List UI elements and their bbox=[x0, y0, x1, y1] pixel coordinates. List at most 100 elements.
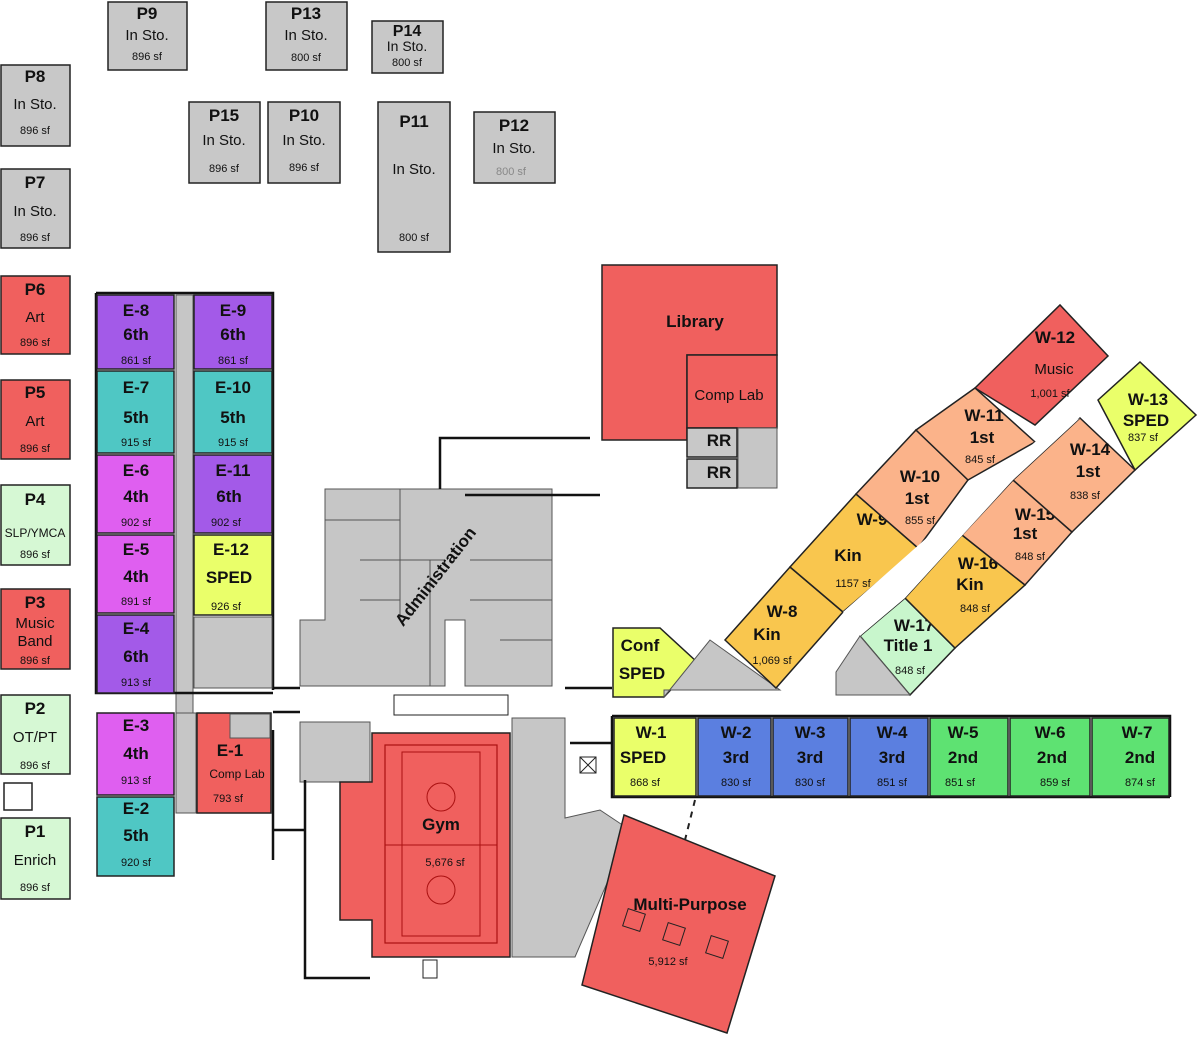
classroom-e2[interactable]: E-2 5th 920 sf bbox=[96, 796, 175, 877]
room-grade: 5th bbox=[123, 408, 149, 427]
classroom-w13[interactable]: W-13 SPED 837 sf bbox=[1097, 360, 1198, 472]
classroom-e12[interactable]: E-12 SPED 926 sf bbox=[193, 534, 273, 616]
multi-purpose-room[interactable]: Multi-Purpose 5,912 sf bbox=[581, 813, 776, 1034]
room-number: P7 bbox=[25, 173, 46, 192]
room-grade: 1st bbox=[1076, 462, 1101, 481]
classroom-w5[interactable]: W-5 2nd 851 sf bbox=[929, 717, 1009, 797]
room-number: W-17 bbox=[894, 616, 934, 635]
portable-p6[interactable]: P6 Art 896 sf bbox=[0, 275, 71, 355]
classroom-w12[interactable]: W-12 Music 1,001 sf bbox=[973, 303, 1110, 426]
room-grade: 4th bbox=[123, 487, 149, 506]
room-grade: 6th bbox=[123, 647, 149, 666]
room-grade: 2nd bbox=[1125, 748, 1155, 767]
room-use: In Sto. bbox=[284, 27, 327, 44]
west-row-outline bbox=[610, 714, 1172, 799]
west-angled-hall-end bbox=[835, 635, 912, 696]
gym[interactable]: Gym 5,676 sf bbox=[339, 732, 511, 958]
classroom-e7[interactable]: E-7 5th 915 sf bbox=[96, 370, 175, 454]
west-angled-hallway bbox=[843, 418, 1080, 636]
room-area: 848 sf bbox=[960, 603, 991, 615]
classroom-e3[interactable]: E-3 4th 913 sf bbox=[96, 712, 175, 796]
main-corridor-wall bbox=[273, 686, 612, 745]
portable-p4[interactable]: P4 SLP/YMCA 896 sf bbox=[0, 484, 71, 566]
room-area: 848 sf bbox=[895, 665, 926, 677]
classroom-e1[interactable]: E-1 Comp Lab 793 sf bbox=[196, 712, 272, 814]
room-number: P9 bbox=[137, 4, 158, 23]
classroom-w6[interactable]: W-6 2nd 859 sf bbox=[1009, 717, 1091, 797]
conf-sped-label: SPED bbox=[619, 664, 665, 683]
classroom-e9[interactable]: E-9 6th 861 sf bbox=[193, 294, 273, 370]
portable-p8[interactable]: P8 In Sto. 896 sf bbox=[0, 64, 71, 147]
portable-p7[interactable]: P7 In Sto. 896 sf bbox=[0, 168, 71, 249]
portable-p10[interactable]: P10 In Sto. 896 sf bbox=[267, 101, 341, 184]
classroom-w8[interactable]: W-8 Kin 1,069 sf bbox=[723, 565, 845, 690]
portable-p14[interactable]: P14 In Sto. 800 sf bbox=[371, 20, 444, 74]
room-number: W-4 bbox=[877, 723, 908, 742]
room-use: In Sto. bbox=[392, 161, 435, 178]
room-grade: Kin bbox=[834, 546, 861, 565]
room-grade: SPED bbox=[206, 568, 252, 587]
room-number: W-8 bbox=[767, 602, 798, 621]
room-grade: 3rd bbox=[797, 748, 823, 767]
room-grade: 3rd bbox=[723, 748, 749, 767]
portable-p5[interactable]: P5 Art 896 sf bbox=[0, 379, 71, 460]
library-comp-lab[interactable]: Comp Lab bbox=[686, 354, 778, 429]
room-area: 851 sf bbox=[945, 777, 976, 789]
portable-p11[interactable]: P11 In Sto. 800 sf bbox=[377, 101, 451, 253]
classroom-e5[interactable]: E-5 4th 891 sf bbox=[96, 534, 175, 614]
room-number: P5 bbox=[25, 383, 46, 402]
room-use: In Sto. bbox=[13, 203, 56, 220]
portable-p2[interactable]: P2 OT/PT 896 sf bbox=[0, 694, 71, 775]
room-number: W-11 bbox=[964, 406, 1003, 425]
portable-p9[interactable]: P9 In Sto. 896 sf bbox=[107, 1, 188, 71]
room-number: E-2 bbox=[123, 799, 149, 818]
room-area: 896 sf bbox=[209, 163, 240, 175]
room-number: W-5 bbox=[948, 723, 979, 742]
east-wing-hallway bbox=[175, 294, 194, 716]
room-area: 830 sf bbox=[795, 777, 826, 789]
administration-block bbox=[299, 488, 553, 687]
room-grade: 1st bbox=[905, 489, 930, 508]
classroom-w4[interactable]: W-4 3rd 851 sf bbox=[849, 717, 929, 797]
portable-p3[interactable]: P3 Music Band 896 sf bbox=[0, 588, 71, 670]
room-area: 913 sf bbox=[121, 775, 152, 787]
admin-connector-wall bbox=[438, 436, 600, 497]
classroom-e8[interactable]: E-8 6th 861 sf bbox=[96, 294, 175, 370]
classroom-w3[interactable]: W-3 3rd 830 sf bbox=[772, 717, 849, 797]
classroom-w1[interactable]: W-1 SPED 868 sf bbox=[613, 717, 697, 797]
room-area: 837 sf bbox=[1128, 432, 1159, 444]
kitchen-area bbox=[511, 717, 631, 958]
room-number: W-7 bbox=[1122, 723, 1153, 742]
portable-p15[interactable]: P15 In Sto. 896 sf bbox=[188, 101, 261, 184]
room-number: W-13 bbox=[1128, 390, 1168, 409]
portable-p12[interactable]: P12 In Sto. 800 sf bbox=[473, 111, 556, 184]
restroom-service bbox=[737, 427, 778, 489]
classroom-w2[interactable]: W-2 3rd 830 sf bbox=[697, 717, 772, 797]
room-area: 855 sf bbox=[905, 515, 936, 527]
classroom-e11[interactable]: E-11 6th 902 sf bbox=[193, 454, 273, 534]
room-number: P2 bbox=[25, 699, 46, 718]
room-number: E-10 bbox=[215, 378, 251, 397]
room-grade: SPED bbox=[620, 748, 666, 767]
room-grade: 6th bbox=[216, 487, 242, 506]
classroom-w7[interactable]: W-7 2nd 874 sf bbox=[1091, 717, 1170, 797]
portable-p1[interactable]: P1 Enrich 896 sf bbox=[0, 817, 71, 900]
room-number: W-12 bbox=[1035, 328, 1075, 347]
room-area: 896 sf bbox=[20, 549, 51, 561]
room-grade: 2nd bbox=[1037, 748, 1067, 767]
classroom-e10[interactable]: E-10 5th 915 sf bbox=[193, 370, 273, 454]
portable-p13[interactable]: P13 In Sto. 800 sf bbox=[265, 1, 348, 71]
classroom-e4[interactable]: E-4 6th 913 sf bbox=[96, 614, 175, 694]
room-number: E-8 bbox=[123, 301, 149, 320]
gym-stage-area bbox=[393, 694, 509, 716]
room-grade: 1st bbox=[970, 428, 995, 447]
small-storage-box bbox=[3, 782, 33, 811]
room-area: 926 sf bbox=[211, 601, 242, 613]
room-number: P6 bbox=[25, 280, 46, 299]
room-number: W-1 bbox=[636, 723, 667, 742]
room-area: 848 sf bbox=[1015, 551, 1046, 563]
room-number: P11 bbox=[399, 112, 428, 131]
classroom-e6[interactable]: E-6 4th 902 sf bbox=[96, 454, 175, 534]
room-grade: 5th bbox=[123, 826, 149, 845]
svg-text:RR: RR bbox=[707, 431, 732, 450]
